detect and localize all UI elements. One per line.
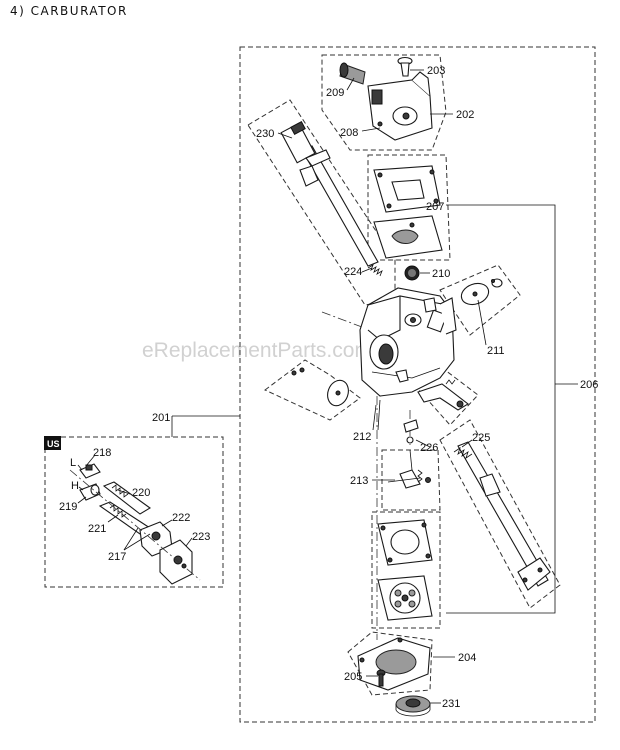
screw-205[interactable] [376,669,386,687]
choke-shaft-225[interactable] [453,441,551,591]
label-203[interactable]: 203 [427,65,445,77]
metering-gasket[interactable] [377,519,433,566]
label-221[interactable]: 221 [88,523,106,535]
label-201[interactable]: 201 [152,412,170,424]
label-223[interactable]: 223 [192,531,210,543]
label-225[interactable]: 225 [472,432,490,444]
label-208[interactable]: 208 [340,127,358,139]
screw-203[interactable] [397,56,413,77]
adjuster-housing-223[interactable] [159,539,193,585]
region-badge: US [44,436,61,450]
label-202[interactable]: 202 [456,109,474,121]
grommet-231[interactable] [395,695,431,717]
screen-210[interactable] [404,265,420,281]
centerline-us-kit [69,469,201,581]
group-frame-metering [371,511,441,629]
group-frame-211 [439,264,521,336]
label-209[interactable]: 209 [326,87,344,99]
metering-lever-226[interactable] [403,419,419,444]
group-frame-213 [381,449,441,511]
label-231[interactable]: 231 [442,698,460,710]
metering-diaphragm[interactable] [377,575,433,621]
marker-low: L [70,457,76,469]
throttle-plate[interactable] [291,367,352,409]
group-frame-225 [439,419,561,609]
pin-212[interactable] [377,399,381,431]
label-219[interactable]: 219 [59,501,77,513]
pump-gasket-207[interactable] [373,165,441,213]
label-212[interactable]: 212 [353,431,371,443]
choke-plate-211[interactable] [458,278,503,308]
throttle-shaft-230[interactable] [280,120,379,267]
part-labels: 201 202 203 204 205 206 207 208 209 210 … [59,65,598,710]
label-211[interactable]: 211 [487,345,505,357]
carburetor-body[interactable] [359,287,457,397]
group-frame-202 [321,54,447,151]
assembly-frame-201 [239,46,596,723]
us-kit-frame [44,436,224,588]
label-213[interactable]: 213 [350,475,368,487]
group-frame-204 [347,631,433,696]
limiter-cap-218[interactable] [79,463,101,479]
metering-cover-204[interactable] [357,637,431,691]
group-frame-230 [247,99,396,306]
watermark: eReplacementParts.com [142,339,372,362]
label-206[interactable]: 206 [580,379,598,391]
label-224[interactable]: 224 [344,266,362,278]
label-204[interactable]: 204 [458,652,476,664]
spring-209[interactable] [339,62,366,85]
section-title: 4) CARBURATOR [10,4,128,18]
spring-224[interactable] [367,264,383,277]
leader-lines [77,69,578,704]
label-210[interactable]: 210 [432,268,450,280]
pump-cover-202[interactable] [367,71,433,141]
label-220[interactable]: 220 [132,487,150,499]
marker-high: H [71,480,79,492]
label-230[interactable]: 230 [256,128,274,140]
inlet-needle-213[interactable] [387,449,431,489]
pump-diaphragm-207[interactable] [373,215,443,259]
label-222[interactable]: 222 [172,512,190,524]
svg-text:US: US [47,439,60,449]
label-218[interactable]: 218 [93,447,111,459]
label-207[interactable]: 207 [426,201,444,213]
group-frame-207 [367,154,451,261]
label-217[interactable]: 217 [108,551,126,563]
label-226[interactable]: 226 [420,442,438,454]
label-205[interactable]: 205 [344,671,362,683]
lever-right[interactable] [417,379,469,411]
